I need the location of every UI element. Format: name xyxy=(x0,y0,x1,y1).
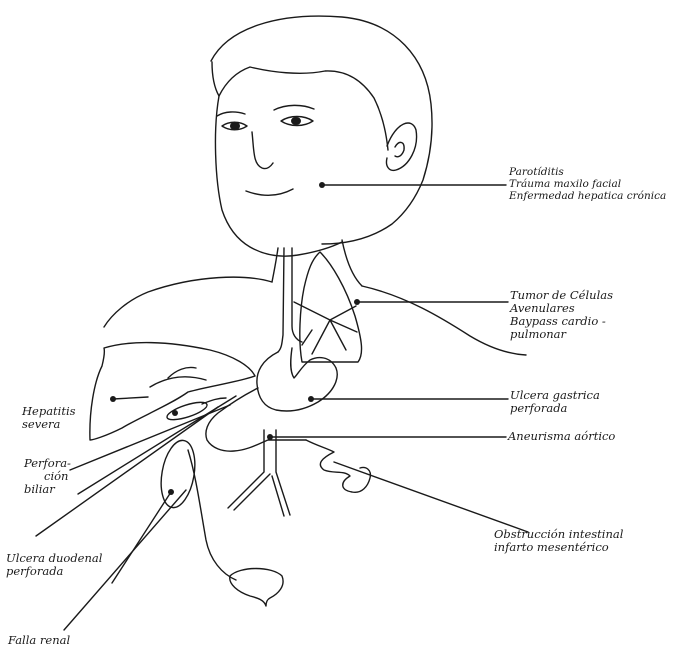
aorta xyxy=(228,430,290,516)
left-pupil xyxy=(230,122,240,130)
liver xyxy=(90,343,255,440)
intestine xyxy=(306,440,370,492)
neck-right xyxy=(342,240,362,286)
label-falla-renal: Falla renal xyxy=(8,634,70,647)
mouth xyxy=(246,189,293,195)
bladder xyxy=(230,569,283,607)
head-outline xyxy=(211,16,432,244)
face-contour xyxy=(215,96,342,256)
stomach xyxy=(257,348,337,411)
ear xyxy=(386,123,416,170)
lung-outline xyxy=(300,252,362,362)
label-tumor: Tumor de Células Avenulares Baypass card… xyxy=(510,289,613,341)
dot-gallbladder xyxy=(172,410,178,416)
left-eyebrow xyxy=(217,112,245,116)
neck-left xyxy=(272,248,278,282)
lung-branches xyxy=(294,302,357,354)
leader-obstruccion xyxy=(334,462,528,532)
label-aneurisma: Aneurisma aórtico xyxy=(508,430,615,443)
label-perforacion: Perfora- ción biliar xyxy=(24,457,71,496)
right-eyebrow xyxy=(274,105,314,110)
label-ulcera-duodenal: Ulcera duodenal perforada xyxy=(6,552,102,578)
label-ulcera-gastrica: Ulcera gastrica perforada xyxy=(510,389,600,415)
nose xyxy=(252,132,273,169)
label-hepatitis: Hepatitis severa xyxy=(22,405,76,431)
leader-ulcera-duodenal-b xyxy=(112,492,171,583)
ear-inner xyxy=(395,142,404,156)
duodenum xyxy=(206,388,306,451)
shoulder-left xyxy=(104,277,272,327)
liver-veins xyxy=(150,367,206,387)
label-obstruccion: Obstrucción intestinal infarto mesentéri… xyxy=(494,528,623,554)
trachea-left xyxy=(278,248,284,352)
label-parotiditis: Parotíditis Tráuma maxilo facial Enferme… xyxy=(509,167,666,202)
bile-duct xyxy=(202,398,226,404)
right-pupil xyxy=(291,117,301,125)
shoulder-right xyxy=(362,286,526,355)
leader-hepatitis xyxy=(113,397,148,399)
